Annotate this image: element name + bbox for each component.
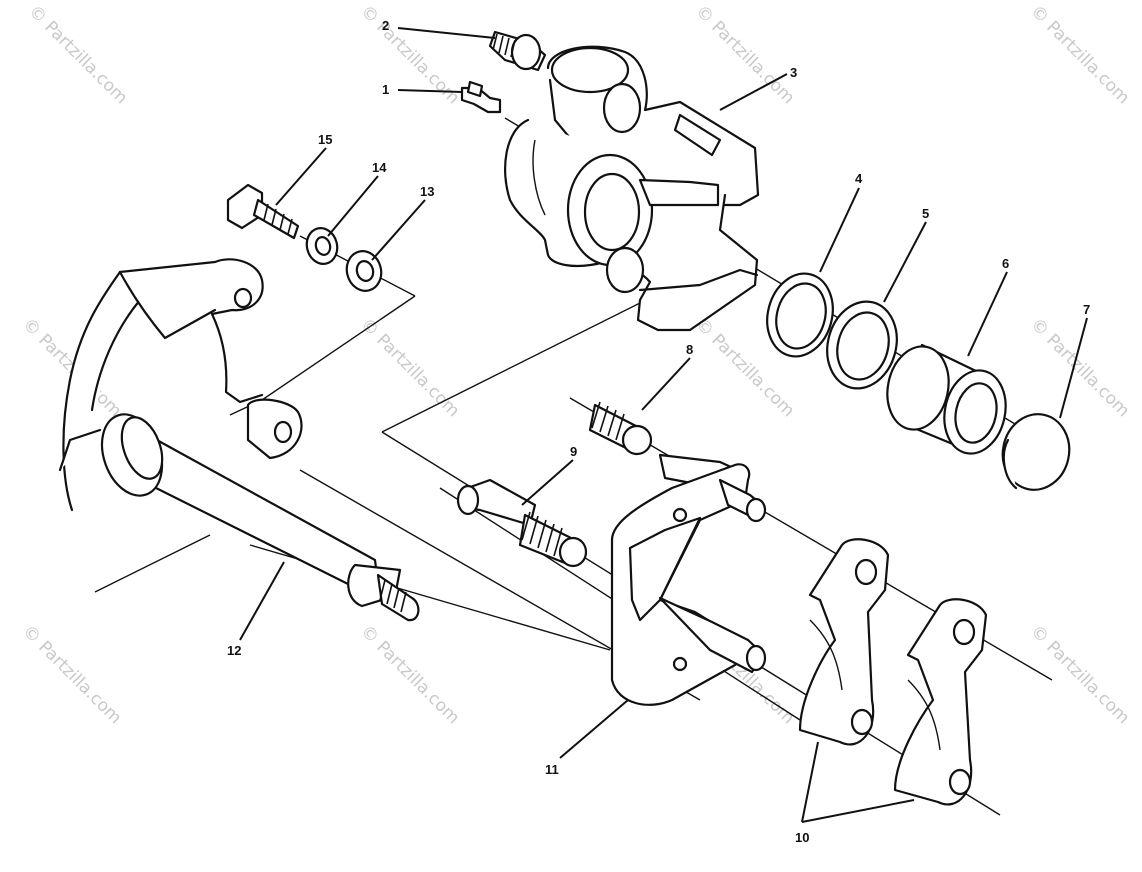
callout-12: 12 [227, 643, 241, 658]
brake-pad-10-inner [798, 538, 890, 746]
callout-13: 13 [420, 184, 434, 199]
callout-8: 8 [686, 342, 693, 357]
slide-pin-9 [456, 478, 588, 568]
mounting-pin [94, 413, 420, 622]
caliper-bracket-11 [610, 463, 767, 706]
callout-10: 10 [795, 830, 809, 845]
callout-4: 4 [855, 171, 863, 186]
watermark: © Partzilla.com [1026, 1, 1133, 108]
lock-washer-14 [305, 227, 339, 265]
callout-1: 1 [382, 82, 389, 97]
bleeder-cap-2 [488, 30, 547, 72]
arm-lug [233, 287, 303, 460]
piston-boot-7 [1001, 413, 1071, 491]
callout-7: 7 [1083, 302, 1090, 317]
callout-11: 11 [545, 762, 559, 777]
callout-15: 15 [318, 132, 332, 147]
callout-9: 9 [570, 444, 577, 459]
callout-5: 5 [922, 206, 929, 221]
callout-2: 2 [382, 18, 389, 33]
piston-6 [886, 343, 1007, 455]
watermark: © Partzilla.com [24, 1, 131, 108]
callout-labels: 1 2 3 4 5 6 7 8 9 10 11 12 13 14 15 [227, 18, 1090, 845]
watermark: © Partzilla.com [356, 621, 463, 728]
watermark: © Partzilla.com [691, 1, 798, 108]
brake-pad-10-outer [893, 598, 988, 806]
callout-6: 6 [1002, 256, 1009, 271]
frame-arm [58, 258, 264, 512]
watermark: © Partzilla.com [356, 314, 463, 421]
leader-lines [239, 27, 1088, 823]
bleeder-screw-1 [460, 80, 502, 114]
washer-13 [345, 250, 383, 292]
piston-seal-4 [766, 272, 834, 358]
watermark: © Partzilla.com [18, 621, 125, 728]
piston-seal-5 [826, 300, 898, 390]
callout-14: 14 [372, 160, 387, 175]
bolt-15 [226, 183, 300, 240]
watermark: © Partzilla.com [1026, 314, 1133, 421]
caliper-body-3 [504, 45, 760, 332]
callout-3: 3 [790, 65, 797, 80]
